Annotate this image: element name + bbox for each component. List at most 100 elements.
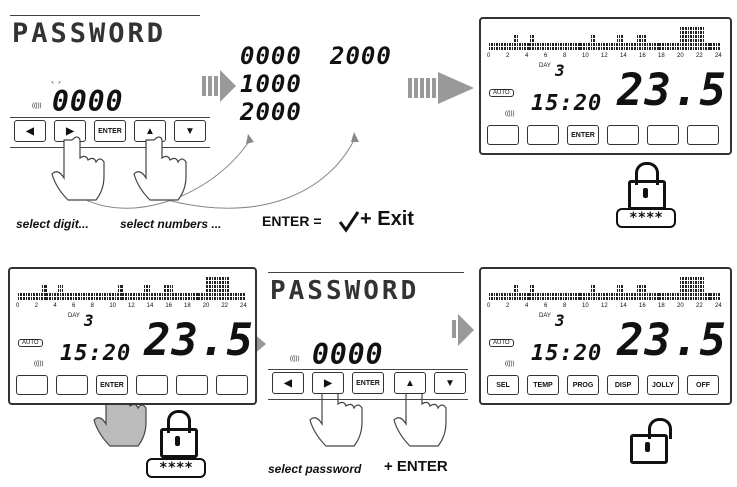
timeline-dot	[535, 43, 537, 46]
timeline-dot	[213, 297, 215, 300]
timeline-dot	[186, 293, 188, 296]
timeline-dot	[618, 289, 621, 292]
timeline-dot	[490, 297, 492, 300]
enter-key[interactable]: ENTER	[94, 120, 126, 142]
timeline-dot	[226, 277, 228, 280]
temperature-display: 23.5	[144, 315, 254, 366]
timeline-dot	[702, 43, 704, 46]
timeline-dot	[34, 293, 36, 296]
timeline-dot	[145, 289, 147, 292]
timeline-dot	[693, 27, 695, 30]
timeline-dot	[686, 43, 688, 46]
lcd-key-5[interactable]	[176, 375, 208, 395]
arrow-right-2	[408, 72, 474, 104]
timeline-tick-label: 24	[715, 53, 722, 59]
timeline-dot	[520, 297, 522, 300]
temp-key[interactable]: TEMP	[527, 375, 559, 395]
timeline-dot	[165, 289, 167, 292]
timeline-dot	[618, 35, 621, 38]
timeline-dot	[208, 285, 210, 288]
timeline-tick-label: 4	[525, 53, 529, 59]
timeline-dot	[549, 43, 551, 46]
timeline-dot	[586, 297, 588, 300]
timeline-dot	[26, 293, 28, 296]
timeline-dot	[115, 293, 117, 296]
timeline-dot	[66, 297, 68, 300]
timeline-dot	[642, 289, 644, 292]
timeline-dot	[683, 293, 685, 296]
lcd-enter-key[interactable]: ENTER	[567, 125, 599, 145]
timeline-dot	[21, 293, 23, 296]
timeline-dot	[712, 293, 714, 296]
timeline-dot	[610, 293, 612, 296]
lcd-key-4[interactable]	[136, 375, 168, 395]
timeline-dot	[625, 297, 627, 300]
timeline-dot	[176, 293, 178, 296]
timeline-dot	[637, 285, 639, 288]
timeline-dot	[716, 43, 718, 46]
timeline-dot	[666, 47, 668, 50]
left-key[interactable]: ◀	[14, 120, 46, 142]
timeline-dot	[152, 293, 154, 296]
timeline-dot	[205, 289, 207, 292]
timeline-dot	[643, 47, 645, 50]
timeline-dot	[635, 293, 637, 296]
lcd-key-6[interactable]	[687, 125, 719, 145]
jolly-key[interactable]: JOLLY	[647, 375, 679, 395]
seq-code-2: 1000	[240, 70, 302, 98]
timeline-dot	[170, 293, 172, 296]
enter-equals-label: ENTER =	[262, 213, 322, 229]
timeline-dot	[213, 289, 215, 292]
enter-key[interactable]: ENTER	[352, 372, 384, 394]
timeline-dot	[100, 297, 102, 300]
timeline-dot	[205, 297, 207, 300]
timeline-dot	[567, 293, 569, 296]
timeline-dot	[144, 285, 146, 288]
timeline-tick-label: 18	[184, 303, 191, 309]
left-key[interactable]: ◀	[272, 372, 304, 394]
timeline-dot	[103, 293, 105, 296]
down-key[interactable]: ▼	[174, 120, 206, 142]
lcd-enter-key[interactable]: ENTER	[96, 375, 128, 395]
timeline-dot	[676, 43, 678, 46]
timeline-dot	[674, 297, 676, 300]
timeline-dot	[605, 43, 607, 46]
lcd-key-1[interactable]	[487, 125, 519, 145]
timeline-dot	[638, 297, 640, 300]
lcd-key-4[interactable]	[607, 125, 639, 145]
timeline-dot	[576, 297, 578, 300]
timeline-dot	[525, 43, 527, 46]
lcd-key-1[interactable]	[16, 375, 48, 395]
timeline-dot	[530, 285, 532, 288]
sel-key[interactable]: SEL	[487, 375, 519, 395]
timeline-dot	[618, 39, 621, 42]
timeline-dot	[694, 27, 696, 30]
lcd-key-2[interactable]	[56, 375, 88, 395]
timeline-dot	[717, 297, 719, 300]
up-key[interactable]: ▲	[394, 372, 426, 394]
disp-key[interactable]: DISP	[607, 375, 639, 395]
lcd-key-5[interactable]	[647, 125, 679, 145]
timeline-dot	[34, 297, 36, 300]
timeline-dot	[165, 297, 167, 300]
timeline-dot	[691, 285, 693, 288]
down-key[interactable]: ▼	[434, 372, 466, 394]
timeline-dot	[617, 39, 619, 42]
hand-icon-4	[393, 384, 447, 447]
lcd-key-2[interactable]	[527, 125, 559, 145]
timeline-dot	[523, 47, 525, 50]
lcd-key-6[interactable]	[216, 375, 248, 395]
timeline-dot	[503, 47, 505, 50]
timeline-dot	[581, 47, 583, 50]
prog-key[interactable]: PROG	[567, 375, 599, 395]
right-key[interactable]: ▶	[312, 372, 344, 394]
timeline-dot	[673, 47, 675, 50]
timeline-dot	[50, 297, 52, 300]
timeline-dot	[681, 285, 683, 288]
off-key[interactable]: OFF	[687, 375, 719, 395]
timeline-dot	[607, 47, 609, 50]
timeline-dot	[559, 293, 561, 296]
timeline-dot	[171, 297, 173, 300]
timeline-dot	[689, 39, 691, 42]
timeline-dot	[553, 43, 555, 46]
